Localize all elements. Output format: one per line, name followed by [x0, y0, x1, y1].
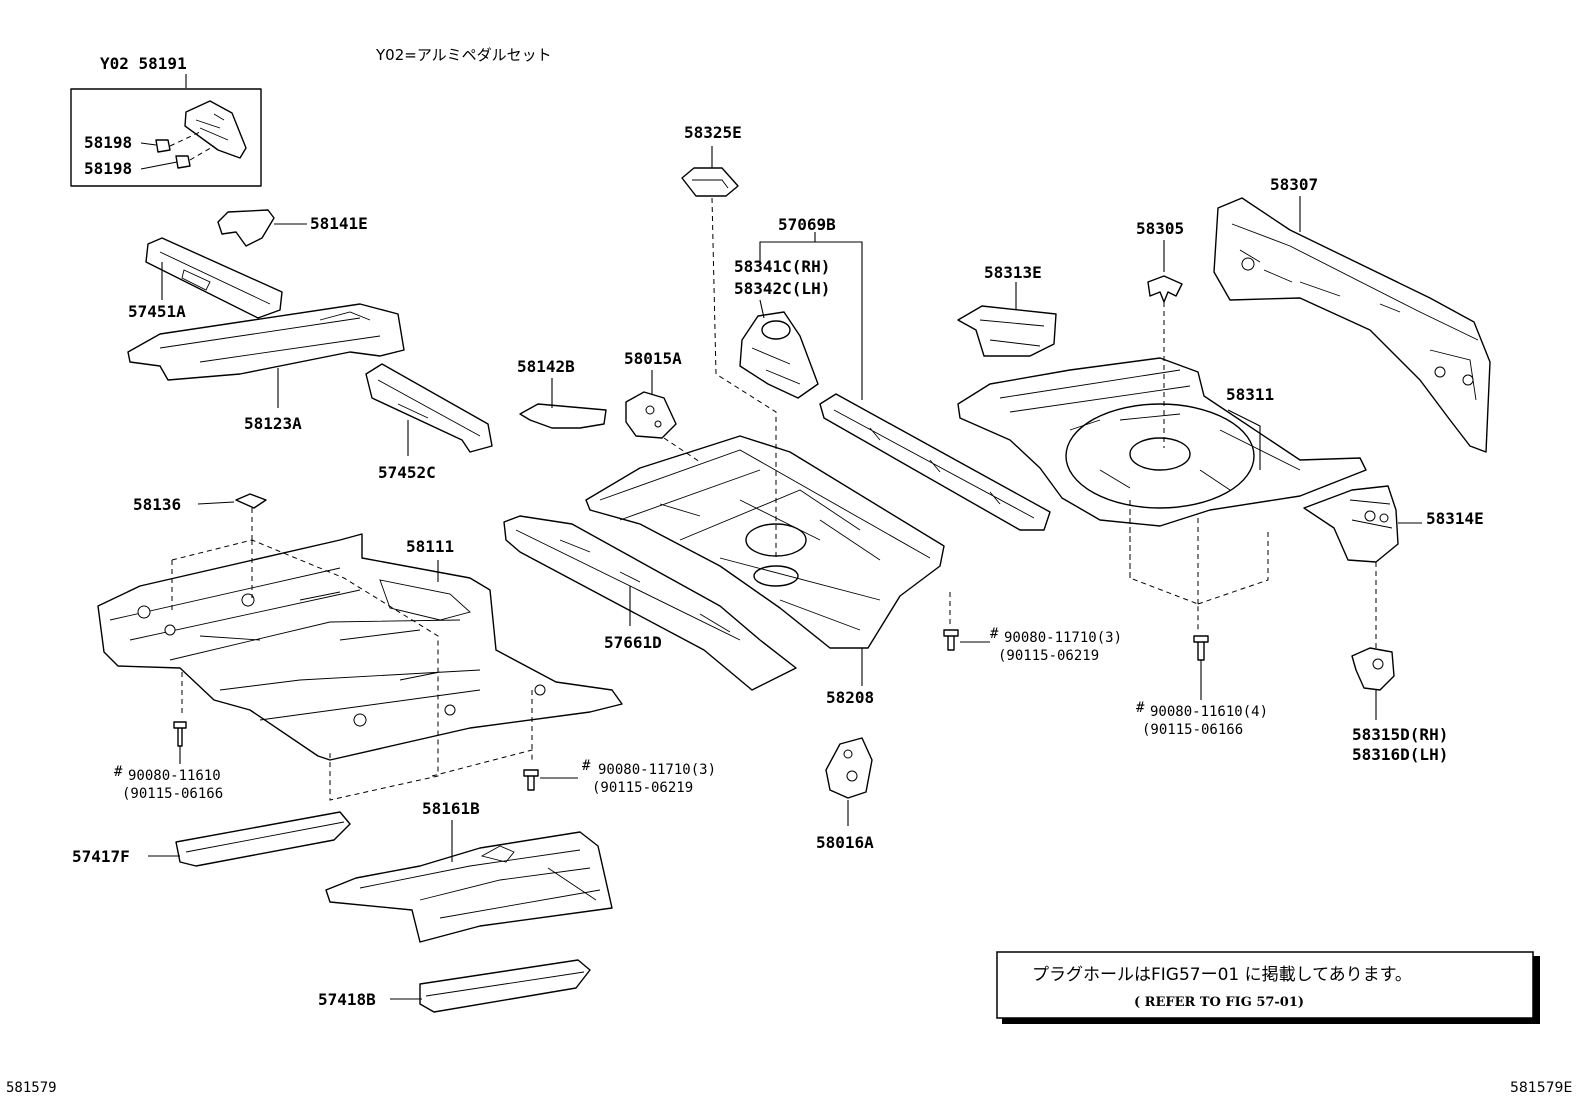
label-58123a: 58123A [244, 414, 302, 433]
fastener-mark-1: # [990, 626, 999, 642]
label-58342c: 58342C(LH) [734, 279, 830, 298]
label-57417f: 57417F [72, 847, 130, 866]
part-58311 [957, 357, 1367, 527]
fastener-mark-3: # [114, 764, 123, 780]
label-58111: 58111 [406, 537, 454, 556]
label-58198-b: 58198 [84, 159, 132, 178]
refer-note-jp: プラグホールはFIG57ー01 に掲載してあります。 [1032, 965, 1412, 985]
footer-left-code: 581579 [6, 1080, 57, 1096]
part-58111 [97, 533, 623, 761]
part-57417f [175, 811, 351, 867]
fastener-3-alt: (90115-06166 [122, 786, 223, 802]
part-58141e [217, 209, 275, 247]
label-58313e: 58313E [984, 263, 1042, 282]
footer-right-code: 581579E [1510, 1080, 1572, 1096]
pedal-set-group [70, 74, 262, 187]
label-y02-58191: Y02 58191 [100, 54, 187, 73]
label-58142b: 58142B [517, 357, 575, 376]
part-58314e [1303, 485, 1399, 563]
label-57451a: 57451A [128, 302, 186, 321]
part-58208 [585, 435, 945, 649]
fastener-1-alt: (90115-06219 [998, 648, 1099, 664]
bolt-center-left [523, 769, 539, 791]
fastener-4-alt: (90115-06219 [592, 780, 693, 796]
label-58015a: 58015A [624, 349, 682, 368]
label-58307: 58307 [1270, 175, 1318, 194]
part-58313e [957, 305, 1057, 357]
part-57661d [503, 515, 797, 691]
fastener-2-alt: (90115-06166 [1142, 722, 1243, 738]
fastener-1-main: 90080-11710(3) [1004, 630, 1122, 646]
part-58142b [519, 403, 607, 429]
bolt-left [173, 721, 187, 747]
label-58341c: 58341C(RH) [734, 257, 830, 276]
fastener-3-main: 90080-11610 [128, 768, 221, 784]
fastener-4-main: 90080-11710(3) [598, 762, 716, 778]
part-58161b [325, 831, 613, 943]
part-58315d [1351, 647, 1395, 691]
label-58208: 58208 [826, 688, 874, 707]
part-58123a [127, 303, 405, 381]
part-rail-57069b [819, 393, 1051, 531]
bolt-right [1193, 635, 1209, 661]
label-58305: 58305 [1136, 219, 1184, 238]
part-57451a [145, 237, 283, 319]
part-58016a [825, 737, 873, 799]
label-58141e: 58141E [310, 214, 368, 233]
part-57418b [419, 959, 591, 1013]
part-58015a [625, 391, 677, 439]
fastener-mark-4: # [582, 758, 591, 774]
bolt-58198-a [155, 139, 171, 153]
part-57452c [365, 363, 493, 453]
part-58325e [681, 167, 739, 197]
label-57418b: 57418B [318, 990, 376, 1009]
part-58341c [739, 311, 819, 399]
bolt-58198-b [175, 155, 191, 169]
pedal-bracket-58191 [184, 100, 247, 159]
fastener-mark-2: # [1136, 700, 1145, 716]
fastener-2-main: 90080-11610(4) [1150, 704, 1268, 720]
label-58316d: 58316D(LH) [1352, 745, 1448, 764]
label-58315d: 58315D(RH) [1352, 725, 1448, 744]
label-57661d: 57661D [604, 633, 662, 652]
part-58136 [235, 493, 267, 509]
part-58305 [1147, 275, 1183, 303]
refer-note-en: ( REFER TO FIG 57-01) [1134, 995, 1304, 1010]
bolt-center-right [943, 629, 959, 651]
label-57452c: 57452C [378, 463, 436, 482]
label-58136: 58136 [133, 495, 181, 514]
label-58311: 58311 [1226, 385, 1274, 404]
label-58016a: 58016A [816, 833, 874, 852]
refer-note-box [996, 951, 1540, 1024]
pedal-set-box [70, 88, 262, 187]
part-58307 [1213, 197, 1491, 453]
label-58325e: 58325E [684, 123, 742, 142]
label-57069b: 57069B [778, 215, 836, 234]
y02-note: Y02=アルミペダルセット [375, 46, 552, 64]
label-58314e: 58314E [1426, 509, 1484, 528]
label-58198-a: 58198 [84, 133, 132, 152]
label-58161b: 58161B [422, 799, 480, 818]
